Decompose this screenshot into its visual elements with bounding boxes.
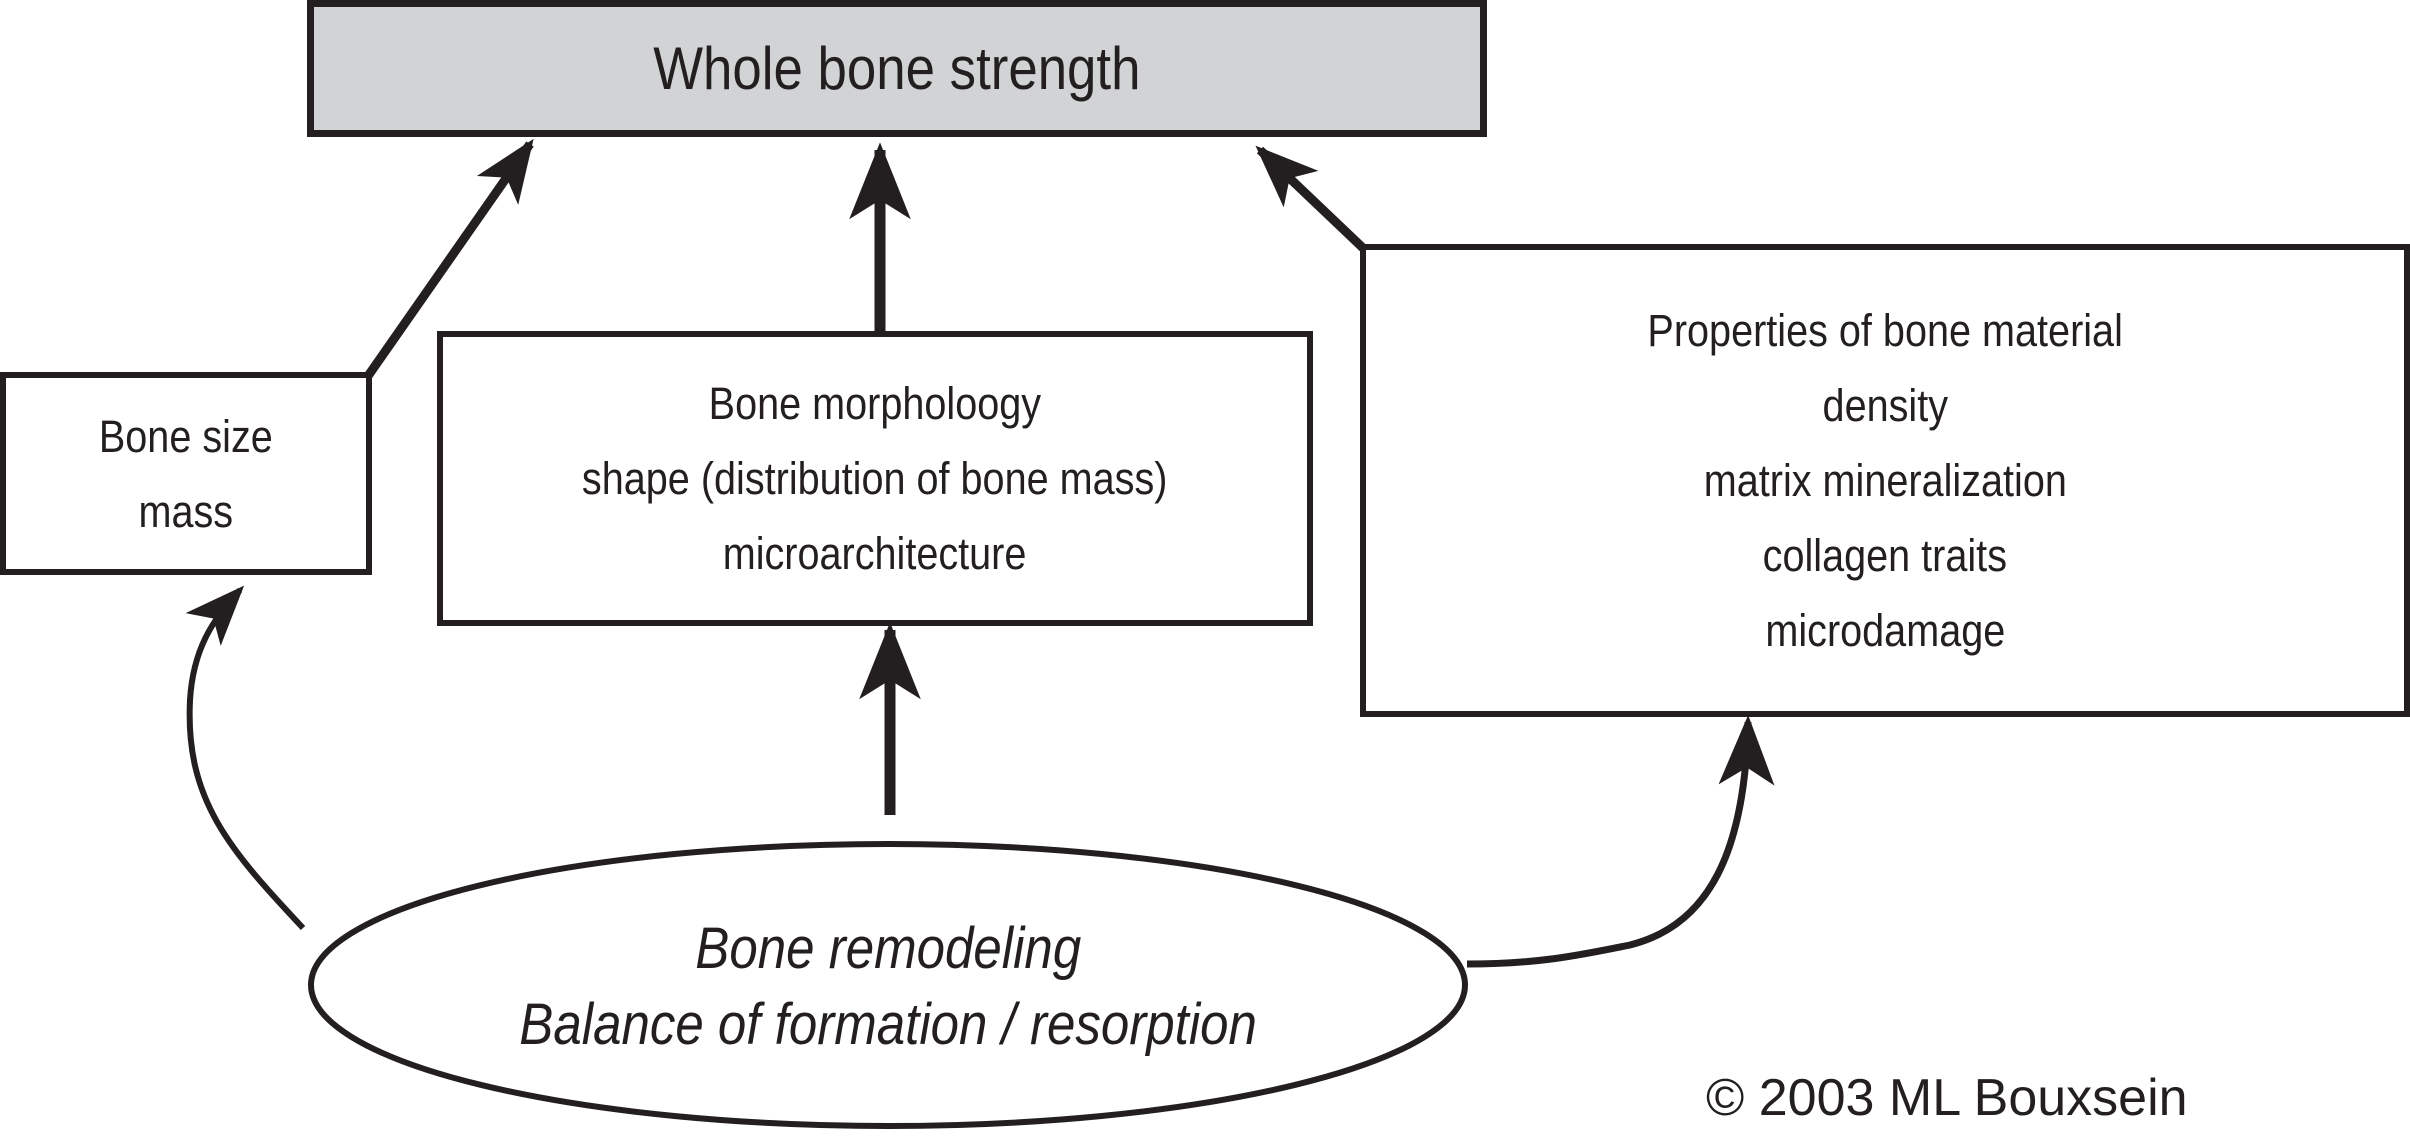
node-bone-material-line: density [1822, 380, 1948, 431]
node-bone-morphology: Bone morpholoogy shape (distribution of … [437, 331, 1313, 626]
node-bone-remodeling: Bone remodeling Balance of formation / r… [310, 845, 1467, 1128]
copyright-notice: © 2003 ML Bouxsein [1706, 1069, 2188, 1127]
node-bone-size: Bone size mass [0, 372, 372, 575]
node-bone-remodeling-line: Bone remodeling [695, 915, 1082, 981]
edge-remodeling-to-size [185, 585, 306, 931]
node-bone-material-line: collagen traits [1762, 530, 2008, 581]
node-bone-morphology-line: shape (distribution of bone mass) [582, 453, 1168, 504]
node-bone-material-line: microdamage [1765, 605, 2005, 656]
remodeling-ellipse [308, 841, 1468, 1129]
node-bone-morphology-line: microarchitecture [723, 528, 1027, 579]
node-bone-material-line: Properties of bone material [1647, 305, 2123, 356]
edge-size-to-strength [364, 138, 534, 379]
node-bone-material-line: matrix mineralization [1703, 455, 2067, 506]
node-bone-remodeling-line: Balance of formation / resorption [519, 991, 1258, 1057]
node-whole-bone-strength: Whole bone strength [307, 0, 1487, 137]
node-bone-morphology-line: Bone morpholoogy [708, 378, 1042, 429]
node-bone-size-line: mass [138, 485, 234, 537]
edge-material-to-strength [1255, 145, 1367, 252]
node-bone-size-line: Bone size [99, 410, 273, 462]
edge-remodeling-to-material [1466, 715, 1775, 968]
node-bone-material: Properties of bone material density matr… [1360, 244, 2410, 717]
node-whole-bone-strength-label: Whole bone strength [653, 35, 1141, 102]
